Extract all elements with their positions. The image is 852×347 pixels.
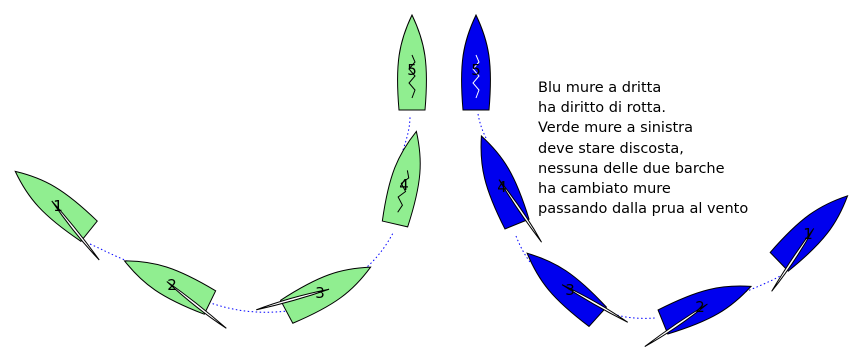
green-boat	[123, 260, 227, 329]
luffing-sail-shape	[408, 54, 416, 99]
sail-shape	[166, 281, 227, 329]
rule-caption: Blu mure a dritta ha diritto di rotta. V…	[538, 78, 838, 219]
caption-line: passando dalla prua al vento	[538, 201, 749, 218]
blue-boat	[526, 252, 629, 328]
hull-shape	[526, 252, 608, 328]
boat-number: 2	[695, 298, 705, 316]
blue-track	[477, 113, 783, 319]
sail-shape	[771, 228, 815, 292]
green-track	[89, 115, 411, 313]
blue-boat	[480, 134, 542, 243]
boat-number: 1	[803, 225, 813, 243]
hull-shape	[769, 194, 849, 272]
green-boat	[14, 170, 100, 261]
boat-number: 3	[315, 284, 325, 302]
boat-number: 2	[167, 276, 177, 294]
green-boat	[397, 13, 427, 111]
hull-shape	[381, 130, 421, 228]
caption-line: nessuna delle due barche	[538, 160, 725, 177]
boat-number: 3	[565, 281, 575, 299]
caption-line: ha diritto di rotta.	[538, 100, 666, 117]
green-boat	[256, 266, 372, 324]
caption-line: ha cambiato mure	[538, 181, 671, 198]
boats-layer: 1 2 3 4 5 1 2 3 4 5	[14, 13, 849, 347]
green-boat	[381, 130, 421, 228]
sail-shape	[51, 200, 100, 261]
luffing-sail-shape	[397, 170, 410, 213]
hull-shape	[279, 266, 372, 324]
boat-number: 4	[399, 176, 409, 194]
sail-shape	[561, 284, 629, 323]
hull-shape	[461, 13, 491, 111]
boat-number: 5	[407, 61, 417, 79]
caption-line: deve stare discosta,	[538, 140, 684, 157]
caption-line: Blu mure a dritta	[538, 80, 662, 96]
hull-shape	[397, 13, 427, 111]
boat-number: 1	[53, 197, 63, 215]
sail-shape	[256, 288, 330, 311]
sail-shape	[498, 179, 542, 243]
boat-number: 5	[471, 61, 481, 79]
blue-boat	[461, 13, 491, 111]
boat-number: 4	[497, 178, 507, 196]
caption-line: Verde mure a sinistra	[538, 120, 694, 137]
luffing-sail-shape	[472, 54, 480, 99]
blue-boat	[769, 194, 849, 292]
